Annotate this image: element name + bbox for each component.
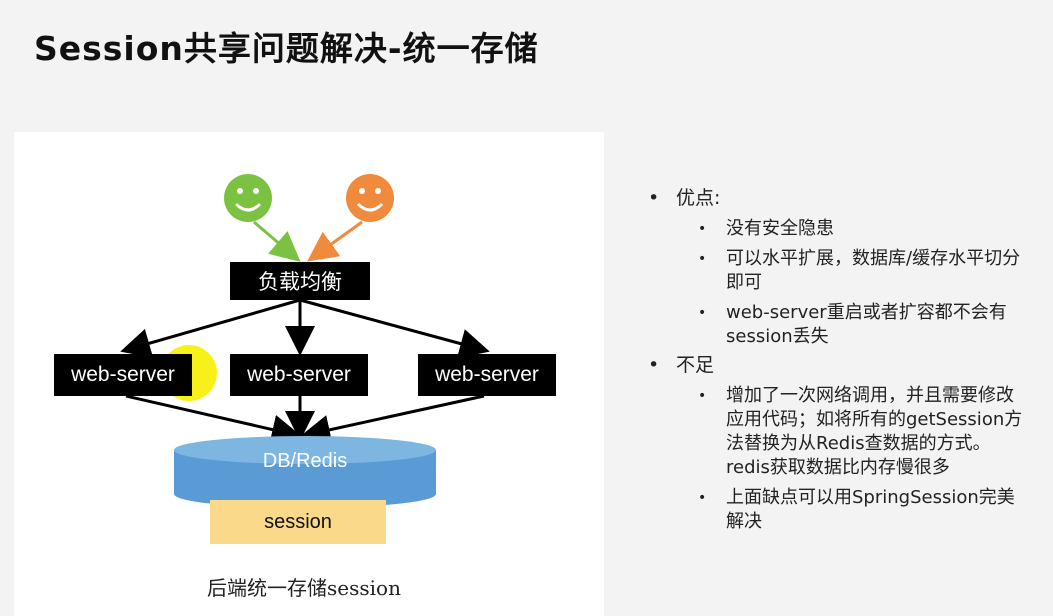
web-server-box-2: web-server bbox=[230, 354, 368, 396]
pros-point: web-server重启或者扩容都不会有session丢失 bbox=[648, 301, 1030, 349]
architecture-diagram: 负载均衡 web-server web-server web-server DB… bbox=[14, 132, 604, 616]
arrow-ws3-db bbox=[300, 394, 485, 445]
cons-point: 增加了一次网络调用，并且需要修改应用代码；如将所有的getSession方法替换… bbox=[648, 384, 1030, 480]
slide-title: Session共享问题解决-统一存储 bbox=[34, 29, 539, 68]
cons-sublist: 增加了一次网络调用，并且需要修改应用代码；如将所有的getSession方法替换… bbox=[648, 384, 1048, 534]
green-smiley-icon bbox=[224, 174, 272, 222]
pros-cons-list: 优点: 没有安全隐患 可以水平扩展，数据库/缓存水平切分即可 web-serve… bbox=[648, 186, 1048, 534]
orange-arrow bbox=[307, 220, 363, 262]
arrow-lb-ws1 bbox=[120, 298, 301, 358]
orange-smiley-icon bbox=[346, 174, 394, 222]
pros-point: 可以水平扩展，数据库/缓存水平切分即可 bbox=[648, 247, 1030, 295]
web-server-box-1: web-server bbox=[54, 354, 192, 396]
db-label: DB/Redis bbox=[262, 450, 348, 472]
session-box: session bbox=[210, 500, 386, 544]
diagram-caption: 后端统一存储session bbox=[207, 576, 401, 600]
cons-point: 上面缺点可以用SpringSession完美解决 bbox=[648, 486, 1030, 534]
pros-sublist: 没有安全隐患 可以水平扩展，数据库/缓存水平切分即可 web-server重启或… bbox=[648, 217, 1048, 349]
pros-item: 优点: 没有安全隐患 可以水平扩展，数据库/缓存水平切分即可 web-serve… bbox=[648, 186, 1048, 349]
arrow-ws1-db bbox=[125, 394, 302, 445]
pros-label: 优点: bbox=[676, 187, 721, 209]
notes-panel: 优点: 没有安全隐患 可以水平扩展，数据库/缓存水平切分即可 web-serve… bbox=[648, 186, 1048, 538]
pros-point: 没有安全隐患 bbox=[648, 217, 1030, 241]
web-server-box-3: web-server bbox=[418, 354, 556, 396]
cons-item: 不足 增加了一次网络调用，并且需要修改应用代码；如将所有的getSession方… bbox=[648, 353, 1048, 534]
diagram-graphics bbox=[120, 174, 490, 508]
green-arrow bbox=[253, 220, 301, 262]
arrow-lb-ws3 bbox=[299, 298, 490, 359]
load-balancer-box: 负载均衡 bbox=[230, 262, 370, 300]
database-cylinder bbox=[174, 436, 436, 508]
cons-label: 不足 bbox=[676, 354, 715, 376]
